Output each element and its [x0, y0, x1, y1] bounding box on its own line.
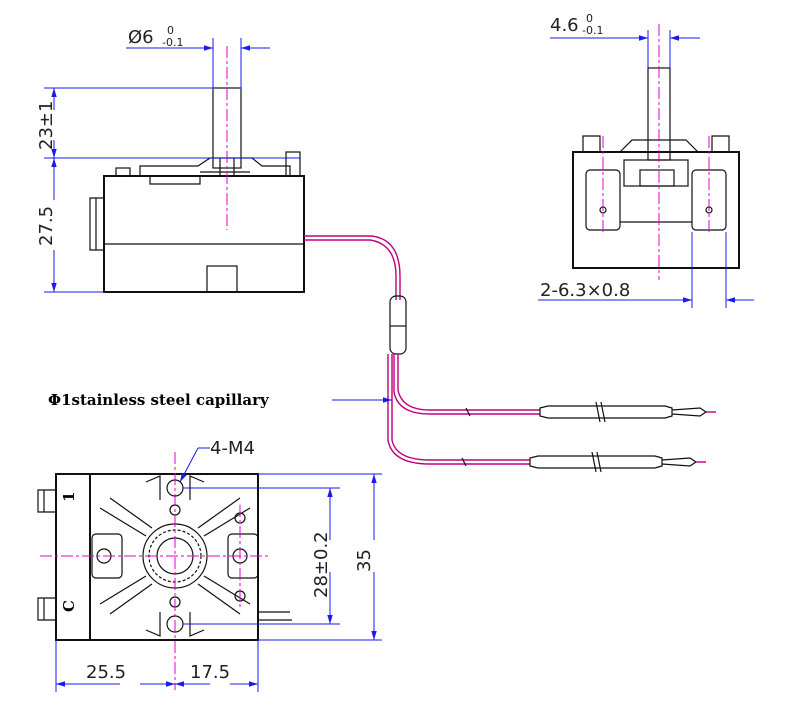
front-view-body — [572, 151, 740, 269]
flat-width-lower-tol: -0.1 — [582, 24, 603, 37]
shaft-diameter-lower-tol: -0.1 — [162, 36, 183, 49]
body-width-label: 35 — [354, 549, 375, 572]
hole-spacing-label: 28±0.2 — [311, 531, 332, 598]
terminal-1-label: 1 — [60, 492, 78, 502]
shaft-diameter-label: Ø6 — [128, 27, 154, 48]
terminal-c-label: C — [60, 600, 78, 612]
flat-width-upper-tol: 0 — [586, 12, 593, 25]
capillary-tube: Φ1stainless steel capillary — [48, 235, 716, 473]
capillary-label: Φ1stainless steel capillary — [48, 391, 270, 409]
shaft-diameter-upper-tol: 0 — [167, 24, 174, 37]
mounting-holes-label: 4-M4 — [210, 438, 255, 459]
terminal-size-label: 2-6.3×0.8 — [540, 280, 630, 301]
front-view: 4.6 0 -0.1 2-6.3×0.8 — [538, 12, 754, 308]
bottom-view: 1 C 4-M4 — [37, 438, 382, 692]
left-offset-label: 25.5 — [86, 662, 126, 683]
right-offset-label: 17.5 — [190, 662, 230, 683]
shaft-height-label: 23±1 — [36, 101, 57, 150]
side-view: Ø6 0 -0.1 23±1 27.5 — [36, 24, 305, 293]
flat-width-label: 4.6 — [550, 15, 579, 36]
side-view-body — [103, 175, 305, 293]
body-height-label: 27.5 — [36, 206, 57, 246]
